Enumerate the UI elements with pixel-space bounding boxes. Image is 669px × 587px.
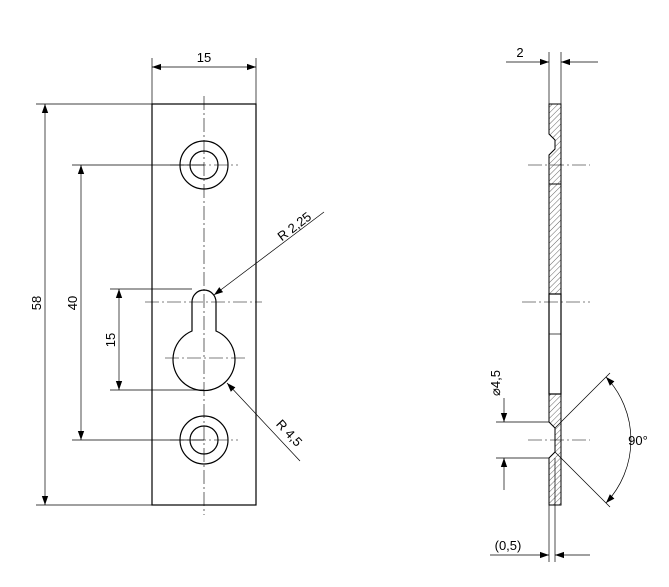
ext-angle-upper [554, 372, 611, 429]
label-hole-spacing: 40 [65, 296, 80, 310]
side-view: 2 ⌀4,5 90° (0,5) [488, 45, 648, 562]
dim-arc-angle [605, 376, 632, 504]
keyhole-slot [172, 289, 236, 392]
label-keyhole-radius: R 4,5 [273, 416, 305, 449]
label-angle: 90° [628, 433, 648, 448]
keyhole-section [548, 293, 562, 395]
label-offset: (0,5) [495, 538, 522, 553]
label-slot-radius: R 2,25 [274, 209, 314, 244]
front-view: 15 58 40 15 R 2,25 R 4,5 [29, 50, 325, 515]
section-hatch-middle [548, 183, 562, 295]
label-width: 15 [197, 50, 211, 65]
leader-slot-radius [213, 211, 325, 296]
label-thickness: 2 [516, 45, 523, 60]
section-hatch-top [548, 103, 562, 185]
ext-angle-lower [554, 451, 611, 508]
label-cs-diameter: ⌀4,5 [488, 370, 503, 396]
label-slot-length: 15 [103, 333, 118, 347]
leader-keyhole-radius [226, 382, 301, 462]
label-total-height: 58 [29, 296, 44, 310]
